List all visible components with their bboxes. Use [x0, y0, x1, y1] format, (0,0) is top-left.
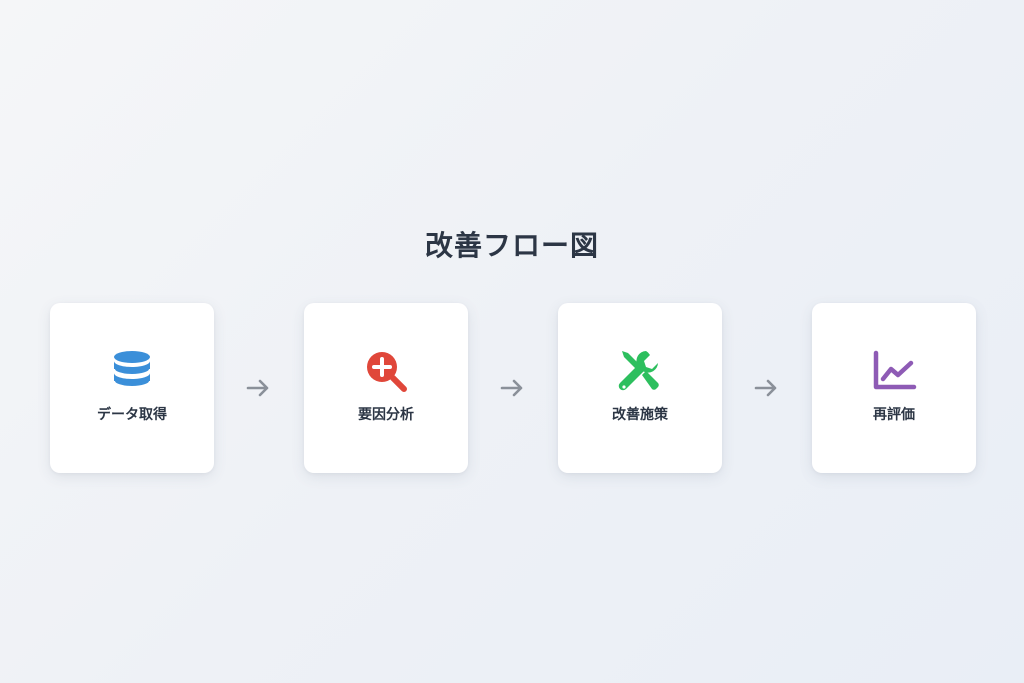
arrow-right-icon [754, 376, 780, 400]
line-chart-icon [870, 347, 918, 395]
step-label: 再評価 [873, 407, 915, 423]
step-label: 改善施策 [612, 407, 668, 423]
step-card-improvement-measures: 改善施策 [558, 303, 722, 473]
arrow-right-icon [500, 376, 526, 400]
step-card-re-evaluation: 再評価 [812, 303, 976, 473]
flow-diagram: データ取得 要因分析 [50, 303, 976, 473]
step-label: データ取得 [97, 407, 167, 423]
database-icon [108, 347, 156, 395]
step-card-data-acquisition: データ取得 [50, 303, 214, 473]
arrow-right-icon [246, 376, 272, 400]
step-label: 要因分析 [358, 407, 414, 423]
diagram-title: 改善フロー図 [424, 229, 599, 262]
step-card-factor-analysis: 要因分析 [304, 303, 468, 473]
tools-icon [616, 347, 664, 395]
magnify-plus-icon [362, 347, 410, 395]
